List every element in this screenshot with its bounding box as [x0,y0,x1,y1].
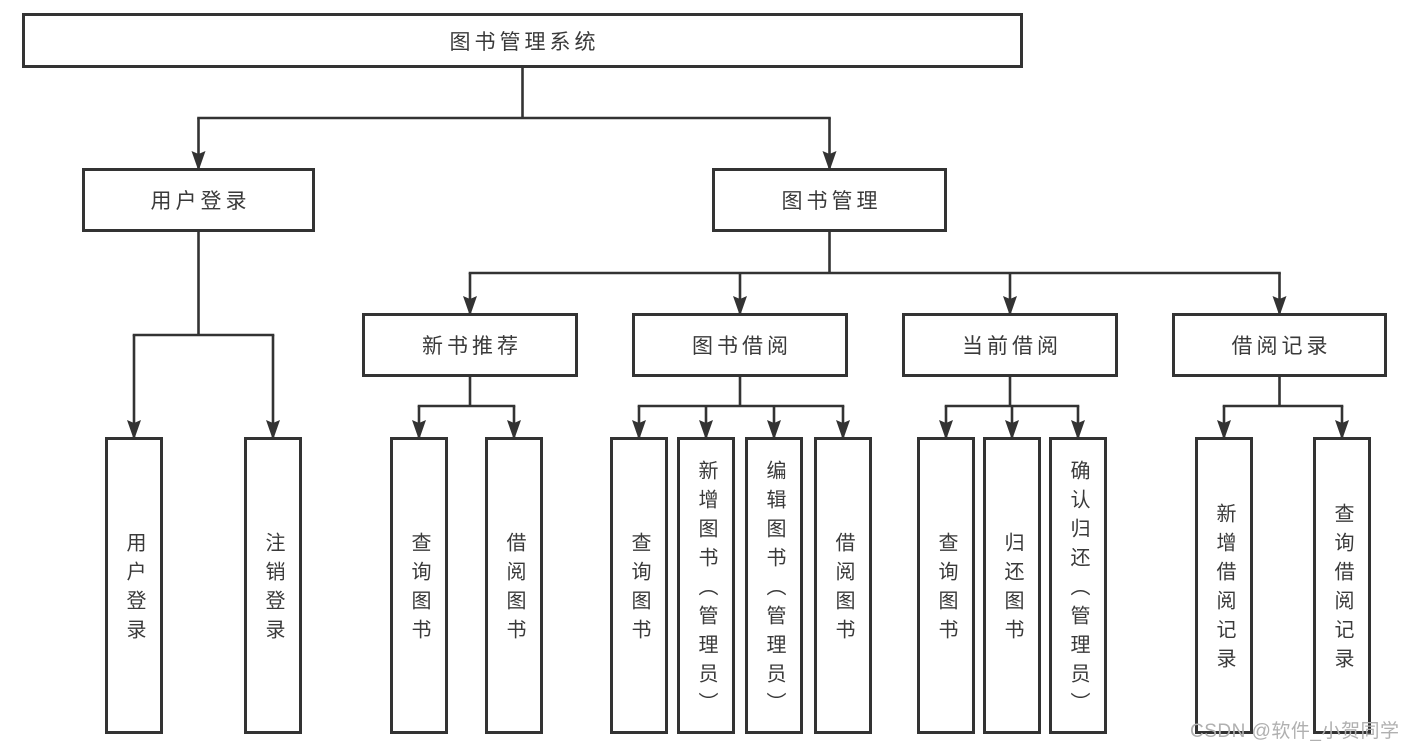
node-query-book-borrow: 查询图书 [610,437,668,734]
node-book-borrow: 图书借阅 [632,313,848,377]
node-label: 查询借阅记录 [1331,503,1353,677]
node-label: 新增借阅记录 [1213,503,1235,677]
node-label: 查询图书 [935,532,957,648]
node-book-mgmt: 图书管理 [712,168,947,232]
node-add-book: 新增图书（管理员） [677,437,735,734]
node-return-book: 归还图书 [983,437,1041,734]
node-label: 当前借阅 [962,335,1062,358]
node-edit-book: 编辑图书（管理员） [745,437,803,734]
node-label: 用户登录 [123,532,145,648]
node-logout: 注销登录 [244,437,302,734]
node-current-borrow: 当前借阅 [902,313,1118,377]
node-user-login: 用户登录 [82,168,315,232]
node-query-borrow-record: 查询借阅记录 [1313,437,1371,734]
node-borrow-records: 借阅记录 [1172,313,1387,377]
node-query-book-new: 查询图书 [390,437,448,734]
node-root: 图书管理系统 [22,13,1023,68]
node-label: 图书管理系统 [449,30,600,54]
node-label: 图书借阅 [692,335,792,358]
node-add-borrow-record: 新增借阅记录 [1195,437,1253,734]
node-label: 图书管理 [781,190,882,213]
node-label: 查询图书 [628,532,650,648]
node-label: 借阅图书 [832,532,854,648]
node-label: 新书推荐 [422,335,522,358]
node-borrow-book: 借阅图书 [814,437,872,734]
node-user-login-leaf: 用户登录 [105,437,163,734]
node-label: 注销登录 [262,532,284,648]
node-confirm-return: 确认归还（管理员） [1049,437,1107,734]
node-borrow-book-new: 借阅图书 [485,437,543,734]
node-new-book-rec: 新书推荐 [362,313,578,377]
node-label: 用户登录 [150,190,251,213]
node-label: 借阅记录 [1231,335,1332,358]
node-label: 编辑图书（管理员） [763,459,785,721]
node-label: 查询图书 [408,532,430,648]
node-label: 借阅图书 [503,532,525,648]
node-label: 确认归还（管理员） [1067,459,1089,721]
watermark-text: CSDN @软件_小贺同学 [1190,721,1400,742]
node-label: 新增图书（管理员） [695,459,717,721]
node-label: 归还图书 [1001,532,1023,648]
node-query-book-current: 查询图书 [917,437,975,734]
